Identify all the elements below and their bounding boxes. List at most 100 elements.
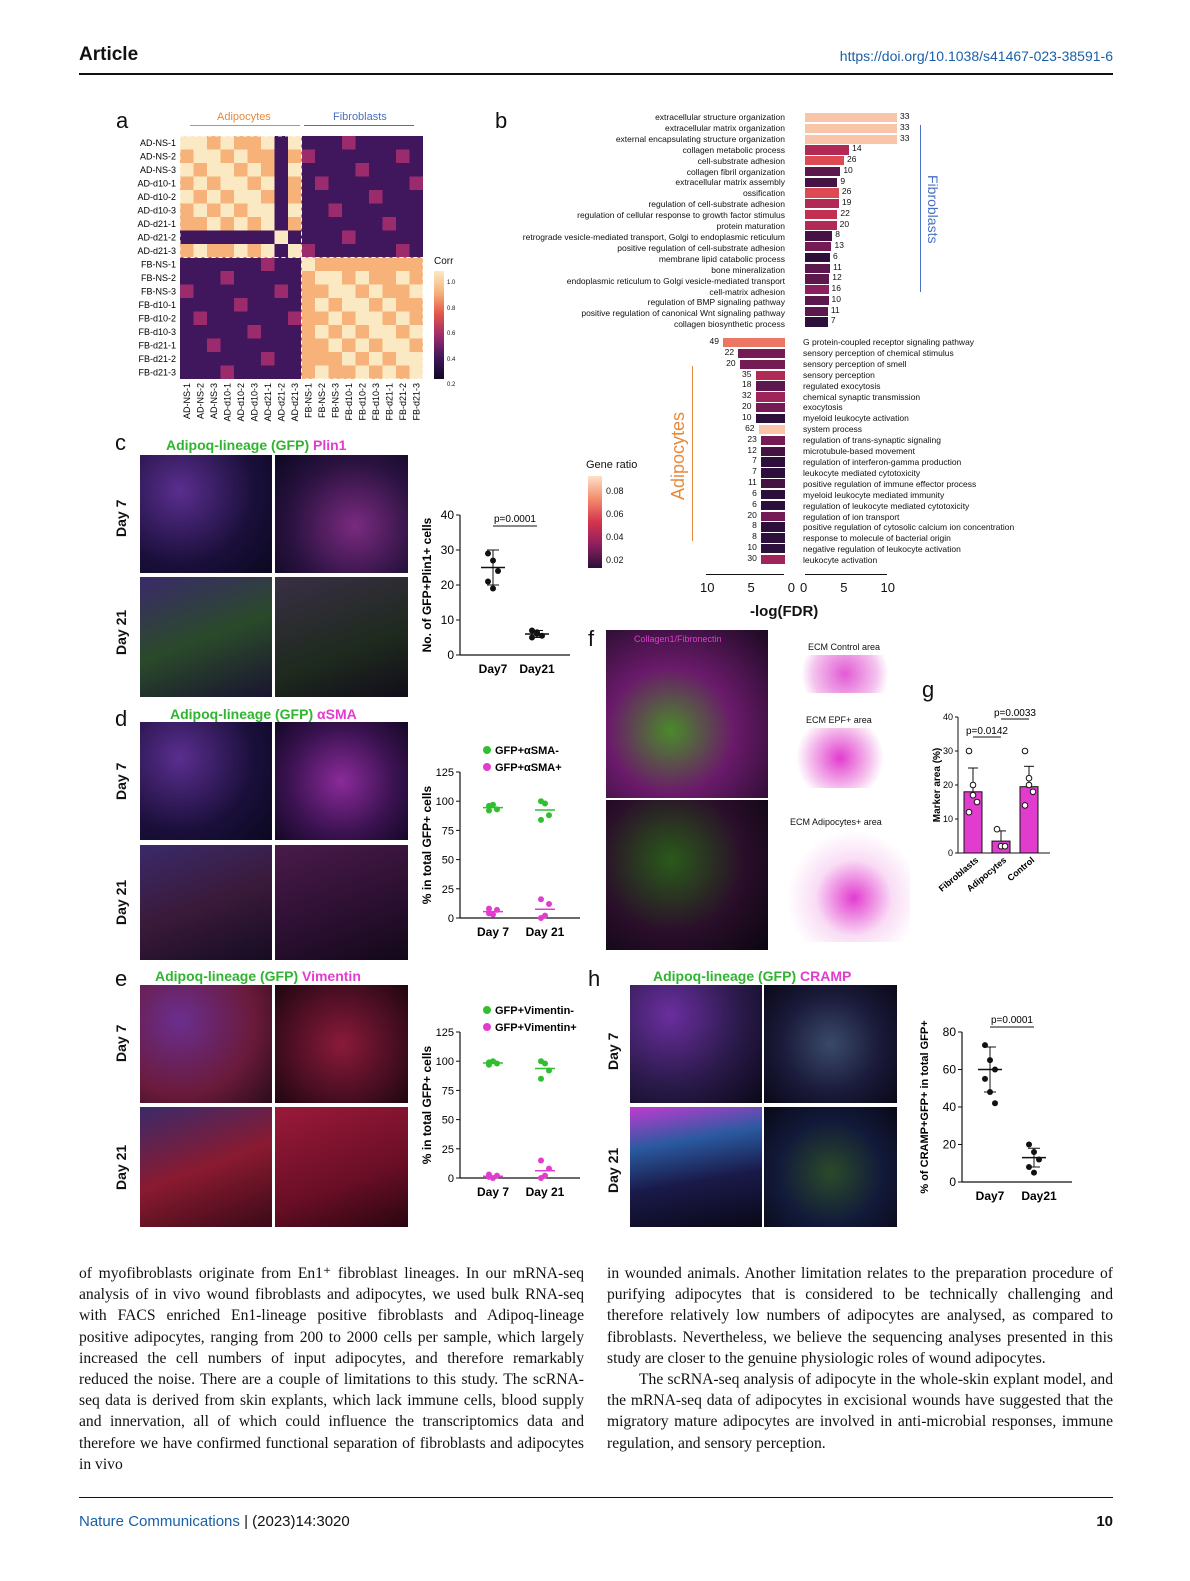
fb-go-term: positive regulation of canonical Wnt sig… — [581, 308, 785, 319]
heatmap-cell — [261, 298, 275, 312]
heatmap-cell — [220, 284, 234, 298]
fb-go-count: 8 — [835, 229, 840, 240]
heatmap-cell — [193, 352, 207, 366]
heatmap-cell — [301, 163, 315, 177]
ad-go-bar — [760, 446, 785, 456]
heatmap-cell — [355, 217, 369, 231]
micro-c-d21-zoom — [275, 577, 408, 697]
data-point — [969, 791, 977, 799]
ad-go-bar — [760, 479, 785, 489]
data-point — [538, 816, 544, 823]
heatmap-cell — [274, 365, 288, 379]
heatmap-cell — [355, 149, 369, 163]
fb-go-count: 9 — [840, 175, 846, 186]
ad-go-bar — [755, 370, 785, 380]
heatmap-cell — [315, 244, 329, 258]
gene-ratio-title: Gene ratio — [586, 459, 638, 471]
data-point — [1001, 842, 1009, 850]
fb-go-bar — [805, 188, 839, 198]
heatmap-cell — [207, 257, 221, 271]
heatmap-cell — [288, 176, 302, 190]
heatmap-cell — [382, 271, 396, 285]
heatmap-col-label: FB-d21-2 — [398, 383, 408, 421]
y-tick-label: 100 — [436, 1056, 454, 1068]
ad-go-bar — [739, 359, 785, 370]
fb-go-bar — [805, 231, 833, 241]
y-tick-label: 100 — [436, 796, 454, 808]
legend-marker — [483, 1023, 491, 1031]
ad-go-bar — [755, 392, 785, 402]
heatmap-cell — [288, 136, 302, 150]
ad-go-count: 62 — [745, 422, 755, 433]
fb-go-term: ossification — [742, 188, 785, 199]
data-point — [542, 912, 548, 919]
heatmap-cell — [409, 217, 423, 231]
micro-h-d21-overview — [630, 1107, 762, 1227]
heatmap-cell — [382, 176, 396, 190]
heatmap-cell — [382, 136, 396, 150]
fb-go-term: extracellular structure organization — [655, 112, 785, 122]
ecm-epf-thumb — [790, 728, 890, 788]
y-tick-label: 40 — [943, 1100, 957, 1114]
legend-marker — [483, 763, 491, 771]
ad-go-count: 7 — [752, 466, 757, 477]
heatmap-cell — [409, 257, 423, 271]
fb-go-term: protein maturation — [716, 221, 785, 232]
heatmap-cell — [409, 244, 423, 258]
micro-d-d7-overview — [140, 722, 272, 840]
heatmap-cell — [301, 284, 315, 298]
fb-go-count: 6 — [833, 250, 838, 261]
x-tick-label: Control — [1005, 855, 1036, 883]
heatmap-cell — [274, 203, 288, 217]
y-tick-label: 25 — [442, 884, 454, 896]
data-point — [490, 557, 496, 564]
heatmap-cell — [301, 230, 315, 244]
heatmap-col-label: AD-d21-1 — [263, 383, 273, 422]
heatmap-cell — [180, 338, 194, 352]
heatmap-cell — [396, 176, 410, 190]
heatmap-cell — [180, 298, 194, 312]
fb-go-bar — [805, 285, 829, 295]
ad-go-bar — [760, 533, 785, 543]
heatmap-cell — [288, 271, 302, 285]
data-point — [486, 1171, 492, 1178]
panel-c-label: c — [115, 430, 126, 455]
y-tick-label: 30 — [441, 543, 455, 557]
heatmap-cell — [342, 176, 356, 190]
heatmap-cell — [355, 311, 369, 325]
heatmap-cell — [220, 244, 234, 258]
heatmap-cell — [220, 217, 234, 231]
fb-go-term: membrane lipid catabolic process — [658, 253, 785, 264]
heatmap-cell — [342, 203, 356, 217]
c-row1-label: Day 7 — [113, 499, 129, 537]
ad-go-bar — [760, 435, 785, 445]
fb-go-bar — [805, 166, 841, 176]
heatmap-cell — [301, 244, 315, 258]
footer-citation: Nature Communications | (2023)14:3020 — [79, 1513, 350, 1530]
heatmap-cell — [369, 257, 383, 271]
ecm-control-thumb — [790, 655, 900, 693]
data-point — [969, 781, 977, 789]
heatmap-cell — [396, 230, 410, 244]
f-stain-label: Collagen1/Fibronectin — [634, 634, 722, 644]
y-tick-label: 0 — [948, 848, 953, 858]
fb-go-bar — [805, 263, 831, 273]
heatmap-cell — [369, 271, 383, 285]
heatmap-cell — [288, 338, 302, 352]
fb-go-term: retrograde vesicle-mediated transport, G… — [522, 231, 785, 242]
heatmap-cell — [328, 311, 342, 325]
heatmap-cell — [180, 325, 194, 339]
fb-go-bar — [805, 317, 828, 327]
data-point — [486, 807, 492, 814]
heatmap-cell — [234, 325, 248, 339]
data-point — [1021, 747, 1029, 755]
doi-link[interactable]: https://doi.org/10.1038/s41467-023-38591… — [839, 48, 1113, 64]
heatmap-cell — [261, 311, 275, 325]
ad-go-bar — [760, 489, 785, 500]
heatmap-cell — [315, 352, 329, 366]
y-axis-label: % in total GFP+ cells — [420, 1045, 434, 1164]
data-point — [987, 1057, 993, 1064]
panel-a-group-fibroblasts: Fibroblasts — [333, 111, 387, 123]
